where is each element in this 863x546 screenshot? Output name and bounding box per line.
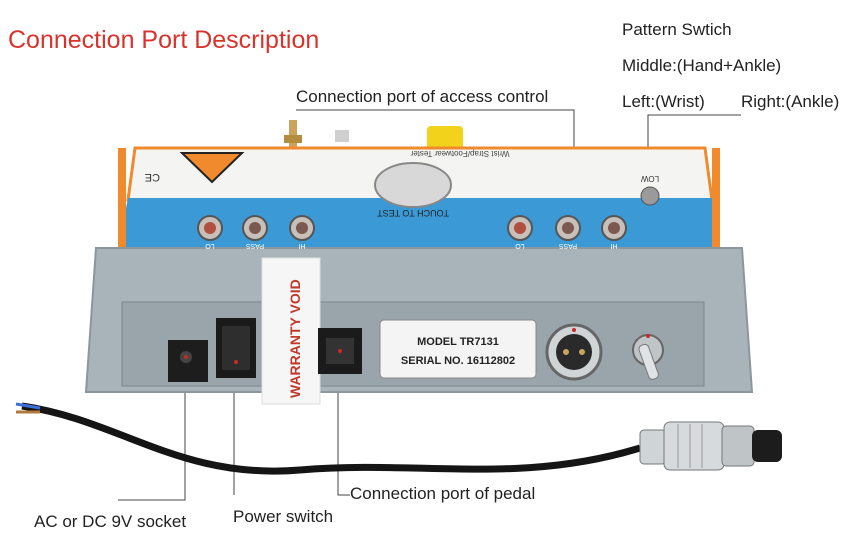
led-group-left xyxy=(197,215,315,241)
port-label: PASS xyxy=(559,242,577,249)
pedal-port-label: Connection port of pedal xyxy=(350,484,536,503)
middle-mode-label: Middle:(Hand+Ankle) xyxy=(622,56,782,75)
warranty-sticker xyxy=(261,257,321,405)
power-switch-label: Power switch xyxy=(233,507,334,526)
top-toggle xyxy=(640,186,660,206)
led-group-right xyxy=(507,215,627,241)
device-name-text: Wrist Strap/Footwear Tester xyxy=(410,149,509,158)
esd-warning-logo xyxy=(179,152,245,184)
port-label: HI xyxy=(610,242,617,249)
orange-edge-left xyxy=(118,148,126,248)
warranty-text: WARRANTY VOID xyxy=(287,279,303,398)
port-label: LO xyxy=(205,242,215,249)
low-text: LOW xyxy=(640,174,659,183)
aviation-plug xyxy=(639,421,782,471)
right-mode-label: Right:(Ankle) xyxy=(741,92,840,111)
serial-text: SERIAL NO. 16112802 xyxy=(401,355,515,367)
port-label: LO xyxy=(515,242,525,249)
orange-edge-right xyxy=(712,148,720,248)
dc-socket-label: AC or DC 9V socket xyxy=(34,512,187,531)
left-mode-label: Left:(Wrist) xyxy=(622,92,705,111)
touch-plate xyxy=(374,162,452,208)
access-control-label: Connection port of access control xyxy=(296,87,549,106)
model-plate xyxy=(379,319,537,379)
port-label: HI xyxy=(298,242,305,249)
ce-mark: CE xyxy=(145,171,160,183)
page-title: Connection Port Description xyxy=(8,26,320,54)
port-label: PASS xyxy=(246,242,264,249)
pattern-switch-label: Pattern Swtich xyxy=(622,20,732,39)
pedal-cable xyxy=(21,402,642,475)
model-text: MODEL TR7131 xyxy=(417,336,499,348)
touch-to-test-text: TOUCH TO TEST xyxy=(377,208,449,218)
top-connectors xyxy=(284,120,463,150)
